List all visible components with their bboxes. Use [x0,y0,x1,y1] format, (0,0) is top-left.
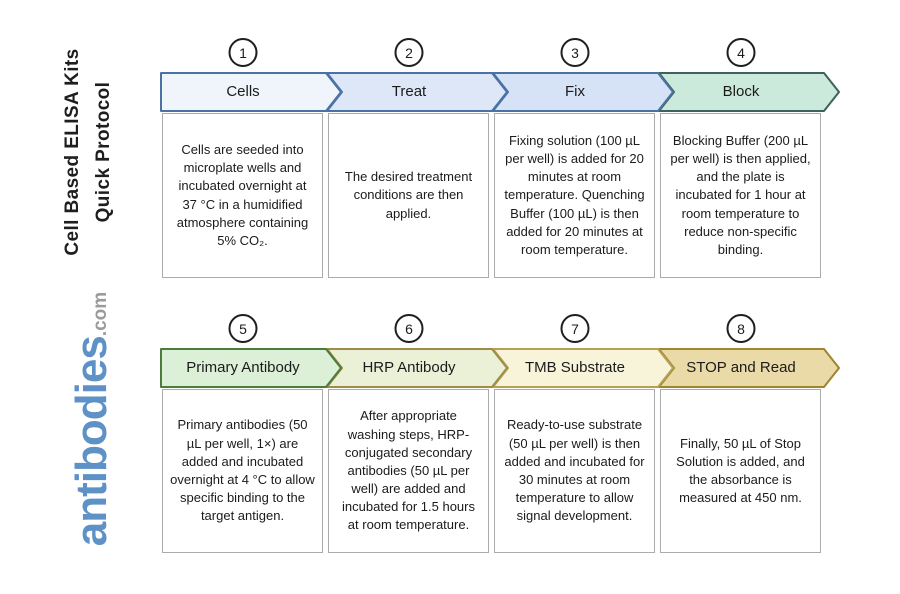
arrow-shape-icon [658,348,840,388]
step-description: The desired treatment conditions are the… [344,169,473,221]
step-arrow-header: Primary Antibody [160,348,342,388]
step-arrow-header: Fix [492,72,674,112]
step-description: Blocking Buffer (200 µL per well) is the… [670,132,811,257]
step-arrow-header: Cells [160,72,342,112]
step-arrow-header: HRP Antibody [326,348,508,388]
step-tmb-substrate: 7 TMB Substrate Ready-to-use substrate (… [492,314,674,553]
protocol-row-1: 1 Cells Cells are seeded into microplate… [160,38,840,278]
arrow-shape-icon [658,72,840,112]
step-label: STOP and Read [686,359,796,376]
step-label: Treat [391,83,427,100]
step-arrow-header: STOP and Read [658,348,840,388]
step-label: TMB Substrate [524,359,626,376]
arrow-shape-icon [326,348,508,388]
step-arrow-header: TMB Substrate [492,348,674,388]
diagram-title-line2: Quick Protocol [93,81,114,223]
step-primary-antibody: 5 Primary Antibody Primary antibodies (5… [160,314,342,553]
step-number-badge: 4 [726,38,756,67]
step-arrow-header: Block [658,72,840,112]
step-fix: 3 Fix Fixing solution (100 µL per well) … [492,38,674,278]
step-description: Cells are seeded into microplate wells a… [176,141,309,248]
step-number-badge: 2 [394,38,424,67]
step-description-box: Primary antibodies (50 µL per well, 1×) … [162,389,323,553]
step-treat: 2 Treat The desired treatment conditions… [326,38,508,278]
brand-logo-suffix: .com [90,291,111,337]
step-label: Cells [226,83,260,100]
step-description-box: Fixing solution (100 µL per well) is add… [494,113,655,278]
brand-logo-text: antibodies [67,336,116,547]
step-label: Primary Antibody [186,359,300,376]
arrow-shape-icon [160,348,342,388]
step-description: After appropriate washing steps, HRP-con… [342,408,475,533]
step-description: Primary antibodies (50 µL per well, 1×) … [170,417,315,524]
step-number-badge: 7 [560,314,590,343]
step-description-box: Ready-to-use substrate (50 µL per well) … [494,389,655,553]
brand-logo: antibodies.com [67,274,123,564]
step-number-badge: 1 [228,38,258,67]
diagram-title-line1: Cell Based ELISA Kits [62,48,83,256]
step-block: 4 Block Blocking Buffer (200 µL per well… [658,38,840,278]
step-description-box: Cells are seeded into microplate wells a… [162,113,323,278]
step-description-box: After appropriate washing steps, HRP-con… [328,389,489,553]
step-label: Block [722,83,760,100]
step-description: Finally, 50 µL of Stop Solution is added… [676,435,805,506]
step-label: Fix [565,83,585,100]
step-description-box: Finally, 50 µL of Stop Solution is added… [660,389,821,553]
step-stop-and-read: 8 STOP and Read Finally, 50 µL of Stop S… [658,314,840,553]
arrow-shape-icon [160,72,342,112]
diagram-title: Cell Based ELISA Kits Quick Protocol [57,37,119,267]
arrow-shape-icon [492,72,674,112]
step-cells: 1 Cells Cells are seeded into microplate… [160,38,342,278]
arrow-shape-icon [326,72,508,112]
step-number-badge: 5 [228,314,258,343]
arrow-shape-icon [492,348,674,388]
step-number-badge: 8 [726,314,756,343]
step-hrp-antibody: 6 HRP Antibody After appropriate washing… [326,314,508,553]
step-description-box: The desired treatment conditions are the… [328,113,489,278]
step-number-badge: 3 [560,38,590,67]
protocol-row-2: 5 Primary Antibody Primary antibodies (5… [160,314,840,553]
step-number-badge: 6 [394,314,424,343]
step-description: Fixing solution (100 µL per well) is add… [504,132,645,257]
step-arrow-header: Treat [326,72,508,112]
step-description-box: Blocking Buffer (200 µL per well) is the… [660,113,821,278]
step-description: Ready-to-use substrate (50 µL per well) … [504,417,645,524]
step-label: HRP Antibody [362,359,456,376]
